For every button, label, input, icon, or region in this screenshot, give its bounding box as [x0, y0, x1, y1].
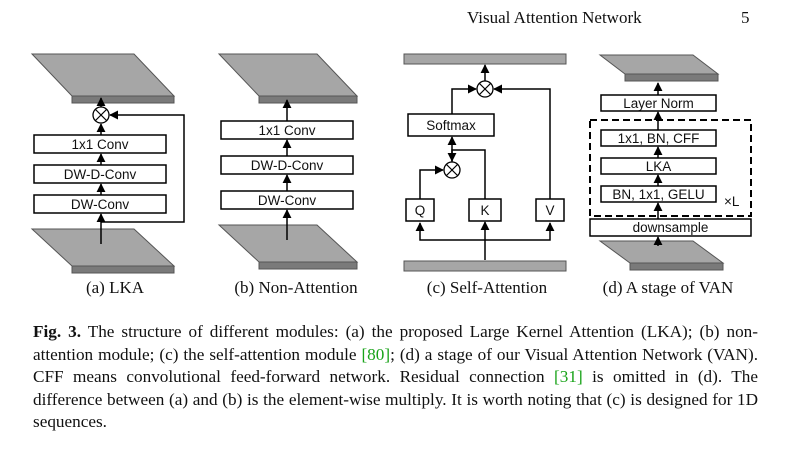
na-dw-d-conv-label: DW-D-Conv	[251, 158, 324, 173]
running-header-title: Visual Attention Network	[467, 8, 642, 27]
k-label: K	[480, 203, 489, 218]
panel-b-caption: (b) Non-Attention	[234, 278, 358, 297]
panel-d-caption: (d) A stage of VAN	[603, 278, 734, 297]
input-sequence-bar	[403, 260, 567, 272]
citation-link-31[interactable]: [31]	[554, 367, 583, 386]
lka-dw-d-conv-box	[33, 164, 167, 184]
lka-label: LKA	[646, 159, 672, 174]
repeat-count-label: ×L	[724, 194, 740, 209]
na-1x1-conv-label: 1x1 Conv	[258, 123, 315, 138]
downsample-label: downsample	[633, 220, 709, 235]
stage-input-feature-map	[598, 240, 725, 264]
panel-a-caption: (a) LKA	[86, 278, 145, 297]
bn-gelu-label: BN, 1x1, GELU	[612, 187, 704, 202]
input-feature-map	[30, 228, 176, 267]
lka-dw-conv-label: DW-Conv	[71, 197, 130, 212]
caption-label: Fig. 3.	[33, 322, 82, 341]
input-feature-map	[217, 224, 359, 263]
panel-van-stage: Layer Norm 1x1, BN, CFF LKA BN, 1x1, GEL…	[589, 54, 752, 297]
output-sequence-bar	[403, 53, 567, 65]
lka-1x1-conv-box	[33, 134, 167, 154]
repeat-block-border	[589, 119, 752, 217]
stage-output-feature-map	[598, 54, 720, 75]
caption-text-3: is omitted in (d). The difference betwee…	[33, 367, 759, 431]
cff-label: 1x1, BN, CFF	[618, 131, 700, 146]
figure-diagram: 1x1 Conv DW-D-Conv DW-Conv (a) LKA 1x1 C…	[30, 53, 752, 297]
softmax-box	[407, 113, 495, 137]
output-feature-map	[30, 53, 176, 97]
caption-text-1: The structure of different modules: (a) …	[33, 322, 758, 364]
lka-1x1-conv-label: 1x1 Conv	[71, 137, 128, 152]
q-label: Q	[415, 203, 426, 218]
output-feature-map	[217, 53, 359, 97]
caption-text-2: ; (d) a stage of our Visual Attention Ne…	[33, 344, 758, 387]
downsample-box	[589, 218, 752, 237]
lka-dw-d-conv-label: DW-D-Conv	[64, 167, 137, 182]
panel-c-caption: (c) Self-Attention	[427, 278, 548, 297]
v-label: V	[545, 203, 554, 218]
citation-link-80[interactable]: [80]	[361, 344, 391, 364]
layer-norm-label: Layer Norm	[623, 96, 694, 111]
panel-non-attention: 1x1 Conv DW-D-Conv DW-Conv (b) Non-Atten…	[217, 53, 359, 297]
softmax-label: Softmax	[426, 118, 476, 133]
panel-lka: 1x1 Conv DW-D-Conv DW-Conv (a) LKA	[30, 53, 185, 297]
page-number: 5	[741, 8, 750, 27]
na-dw-conv-label: DW-Conv	[258, 193, 317, 208]
lka-dw-conv-box	[33, 194, 167, 214]
panel-self-attention: Softmax Q K V (c) Self-Attention	[403, 53, 567, 297]
figure-caption: Fig. 3. The structure of different modul…	[33, 321, 758, 434]
